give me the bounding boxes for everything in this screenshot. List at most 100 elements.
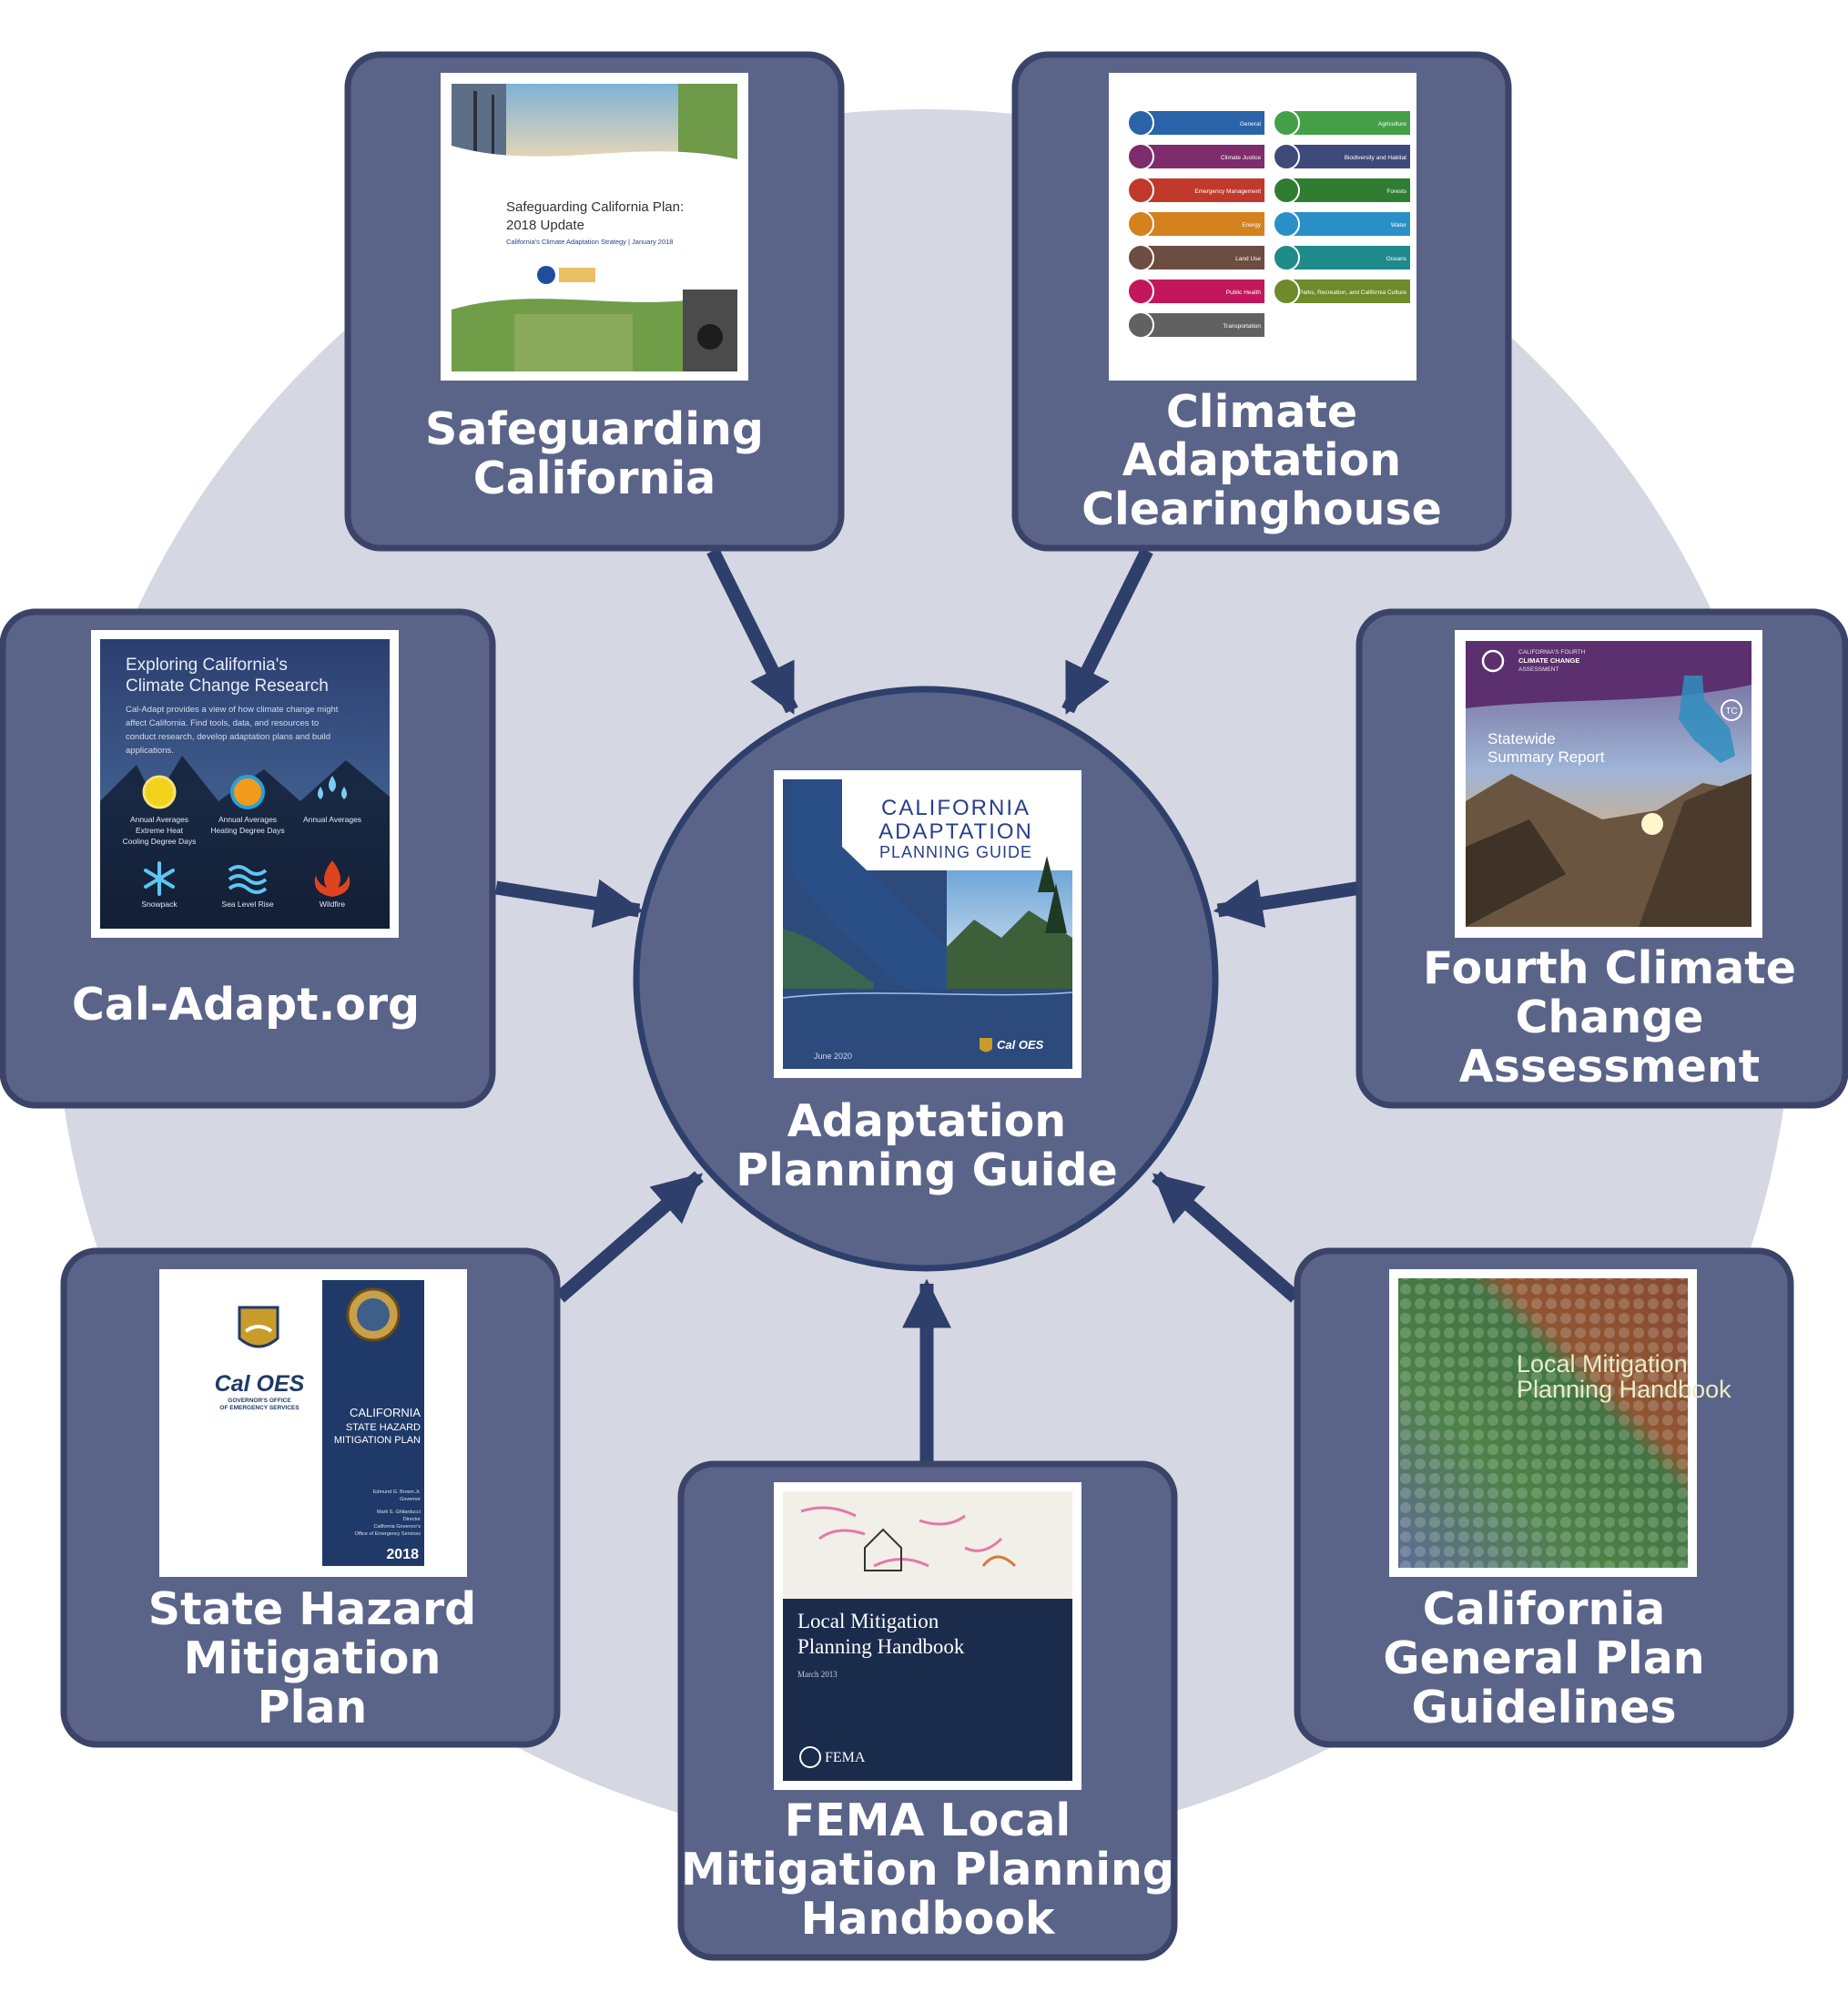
- cover-title-line: Planning Handbook: [1517, 1376, 1731, 1403]
- cover-title-line: MITIGATION PLAN: [334, 1435, 421, 1446]
- calOES-shield-icon: [980, 1038, 992, 1052]
- topic-item: Public Health: [1127, 278, 1264, 305]
- topic-item: Agriculture: [1273, 109, 1410, 137]
- node-label-line: Fourth Climate: [1423, 942, 1796, 994]
- cover-title-line: PLANNING GUIDE: [879, 843, 1032, 861]
- fema-seal-icon: [799, 1746, 821, 1768]
- topic-bar: [1141, 280, 1264, 303]
- node-label-line: Mitigation: [184, 1632, 442, 1684]
- arrow-clearinghouse: [1061, 547, 1153, 715]
- topic-label: Parks, Recreation, and California Cultur…: [1299, 290, 1407, 296]
- topic-item: General: [1127, 109, 1264, 137]
- cover-header-line: CLIMATE CHANGE: [1518, 656, 1579, 665]
- node-label-line: Mitigation Planning: [681, 1844, 1174, 1896]
- arrow-fourth: [1213, 879, 1363, 929]
- node-label-line: General Plan: [1383, 1632, 1704, 1684]
- globe-icon: [1481, 649, 1505, 673]
- node-label-line: Cal-Adapt.org: [72, 979, 420, 1031]
- tc-badge-text: TC: [1725, 707, 1737, 717]
- topic-icon: [1273, 278, 1300, 305]
- cover-year: 2018: [386, 1547, 419, 1562]
- topic-label: Oceans: [1386, 256, 1407, 262]
- topic-icon: [1127, 278, 1154, 305]
- connector-arrows: [494, 547, 1363, 1461]
- topic-icon: [1273, 210, 1300, 238]
- icon-caption: Annual Averages: [303, 815, 361, 824]
- cover-body-line: conduct research, develop adaptation pla…: [126, 732, 330, 742]
- arrow-safeguarding: [706, 547, 798, 715]
- logo-sub-line: OF EMERGENCY SERVICES: [219, 1405, 300, 1411]
- california-outline-icon: [792, 779, 947, 1002]
- logo-sub-line: GOVERNOR'S OFFICE: [228, 1398, 291, 1404]
- snowflake-icon: [144, 861, 175, 896]
- topic-item: Oceans: [1273, 244, 1410, 271]
- fema-logo-text: FEMA: [825, 1750, 866, 1765]
- topic-bar: [1286, 145, 1410, 168]
- node-label-line: California: [1423, 1583, 1666, 1635]
- topic-bar: [1286, 111, 1410, 135]
- topic-bar: [1286, 246, 1410, 269]
- icon-caption: Heating Degree Days: [210, 826, 284, 835]
- cover-title-line: CALIFORNIA: [350, 1406, 421, 1419]
- cover-name-line: Director: [403, 1517, 421, 1522]
- topic-icon: [1127, 311, 1154, 339]
- topic-icon: [1273, 143, 1300, 170]
- node-safeguarding: Safeguarding California Plan: 2018 Updat…: [344, 51, 845, 552]
- apg-cover: CALIFORNIA ADAPTATION PLANNING GUIDE Jun…: [774, 770, 1081, 1078]
- icon-caption: Sea Level Rise: [221, 900, 273, 909]
- node-label-line: Climate: [1166, 386, 1357, 438]
- topic-bar: [1286, 178, 1410, 202]
- shmp-cover: Cal OES GOVERNOR'S OFFICE OF EMERGENCY S…: [159, 1269, 467, 1577]
- topic-bar: [1141, 178, 1264, 202]
- node-label-line: Adaptation: [1122, 434, 1401, 486]
- node-label-line: FEMA Local: [785, 1795, 1071, 1846]
- topic-bar: [1141, 111, 1264, 135]
- waves-icon: [228, 865, 268, 894]
- node-label-line: Handbook: [800, 1893, 1055, 1945]
- fema-cover: Local Mitigation Planning Handbook March…: [774, 1482, 1081, 1790]
- topic-item: Forests: [1273, 177, 1410, 204]
- cover-body-line: affect California. Find tools, data, and…: [126, 718, 319, 728]
- icon-caption: Wildfire: [320, 900, 346, 909]
- node-gpg: Local Mitigation Planning Handbook Calif…: [1294, 1247, 1794, 1748]
- cover-title-line: Planning Handbook: [797, 1635, 965, 1658]
- cover-title-line: Exploring California's: [126, 656, 288, 675]
- node-label-line: Clearinghouse: [1081, 483, 1442, 535]
- topic-item: Parks, Recreation, and California Cultur…: [1273, 278, 1410, 305]
- arrow-shmp: [555, 1171, 704, 1303]
- topic-label: General: [1240, 121, 1262, 127]
- cover-title-line: Statewide: [1488, 730, 1556, 747]
- water-drops-icon: [318, 776, 347, 799]
- california-outline-icon: [1679, 676, 1735, 763]
- topic-label: Agriculture: [1378, 121, 1406, 127]
- node-fourth: TC CALIFORNIA'S FOURTH CLIMATE CHANGE AS…: [1356, 608, 1848, 1109]
- thermometer-cold-icon: [230, 775, 265, 809]
- center-label-line: Adaptation: [787, 1095, 1066, 1147]
- topic-icon: [1127, 210, 1154, 238]
- topic-icon: [1273, 244, 1300, 271]
- node-label-line: Safeguarding: [425, 403, 764, 455]
- icon-caption: Annual Averages: [218, 815, 277, 824]
- topic-icon: [1273, 109, 1300, 137]
- sun-icon: [142, 775, 177, 809]
- cover-title-line: Local Mitigation: [1517, 1350, 1688, 1378]
- gpg-cover: Local Mitigation Planning Handbook: [1389, 1269, 1731, 1577]
- topic-item: Transportation: [1127, 311, 1264, 339]
- cover-name-line: Mark S. Ghilarducci: [377, 1510, 421, 1515]
- topic-item: Water: [1273, 210, 1410, 238]
- topic-bar: [1141, 145, 1264, 168]
- topic-item: Land Use: [1127, 244, 1264, 271]
- cover-title-line: Summary Report: [1488, 748, 1605, 766]
- icon-caption: Cooling Degree Days: [123, 837, 197, 846]
- cover-header-line: ASSESSMENT: [1518, 666, 1559, 673]
- node-caladapt: Exploring California's Climate Change Re…: [0, 608, 496, 1109]
- node-label-line: State Hazard: [148, 1583, 476, 1635]
- topic-bar: [1286, 280, 1410, 303]
- cover-title-line: Local Mitigation: [797, 1610, 939, 1632]
- cover-title-line: Climate Change Research: [126, 676, 329, 696]
